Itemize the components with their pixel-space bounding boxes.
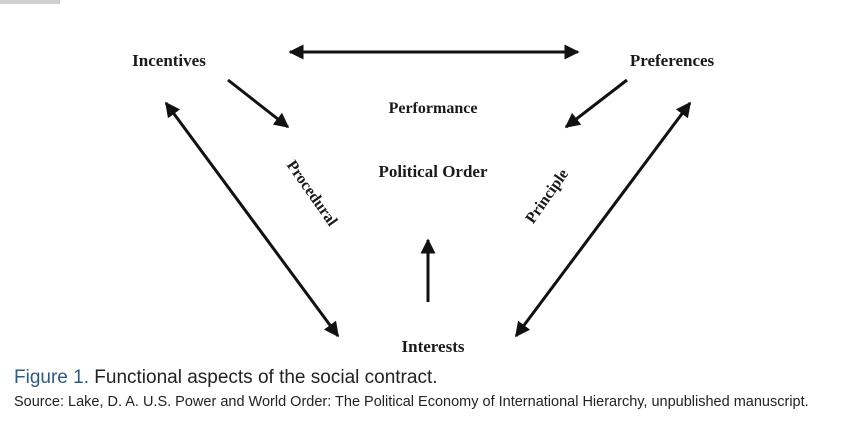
caption-title-line: Figure 1. Functional aspects of the soci…: [14, 366, 834, 390]
edge-incentives-interests: [164, 101, 340, 338]
diagram-figure: Incentives Preferences Interests Perform…: [132, 44, 715, 356]
figure-title: Functional aspects of the social contrac…: [94, 367, 438, 388]
node-incentives: Incentives: [132, 51, 206, 70]
node-preferences: Preferences: [630, 51, 715, 70]
figure-number: Figure 1.: [14, 367, 89, 388]
edge-preferences-political-order: [564, 78, 628, 129]
edge-incentives-political-order: [227, 78, 290, 129]
edge-preferences-interests: [514, 101, 692, 338]
node-procedural: Procedural: [283, 157, 341, 230]
node-political-order: Political Order: [378, 162, 488, 181]
node-interests: Interests: [402, 337, 465, 356]
node-principle: Principle: [523, 166, 573, 227]
top-edge-fragment: [0, 0, 60, 4]
figure-source: Source: Lake, D. A. U.S. Power and World…: [14, 394, 809, 410]
figure-caption: Figure 1. Functional aspects of the soci…: [14, 366, 834, 412]
node-performance: Performance: [389, 100, 478, 117]
diagram-canvas: Incentives Preferences Interests Perform…: [132, 44, 715, 356]
